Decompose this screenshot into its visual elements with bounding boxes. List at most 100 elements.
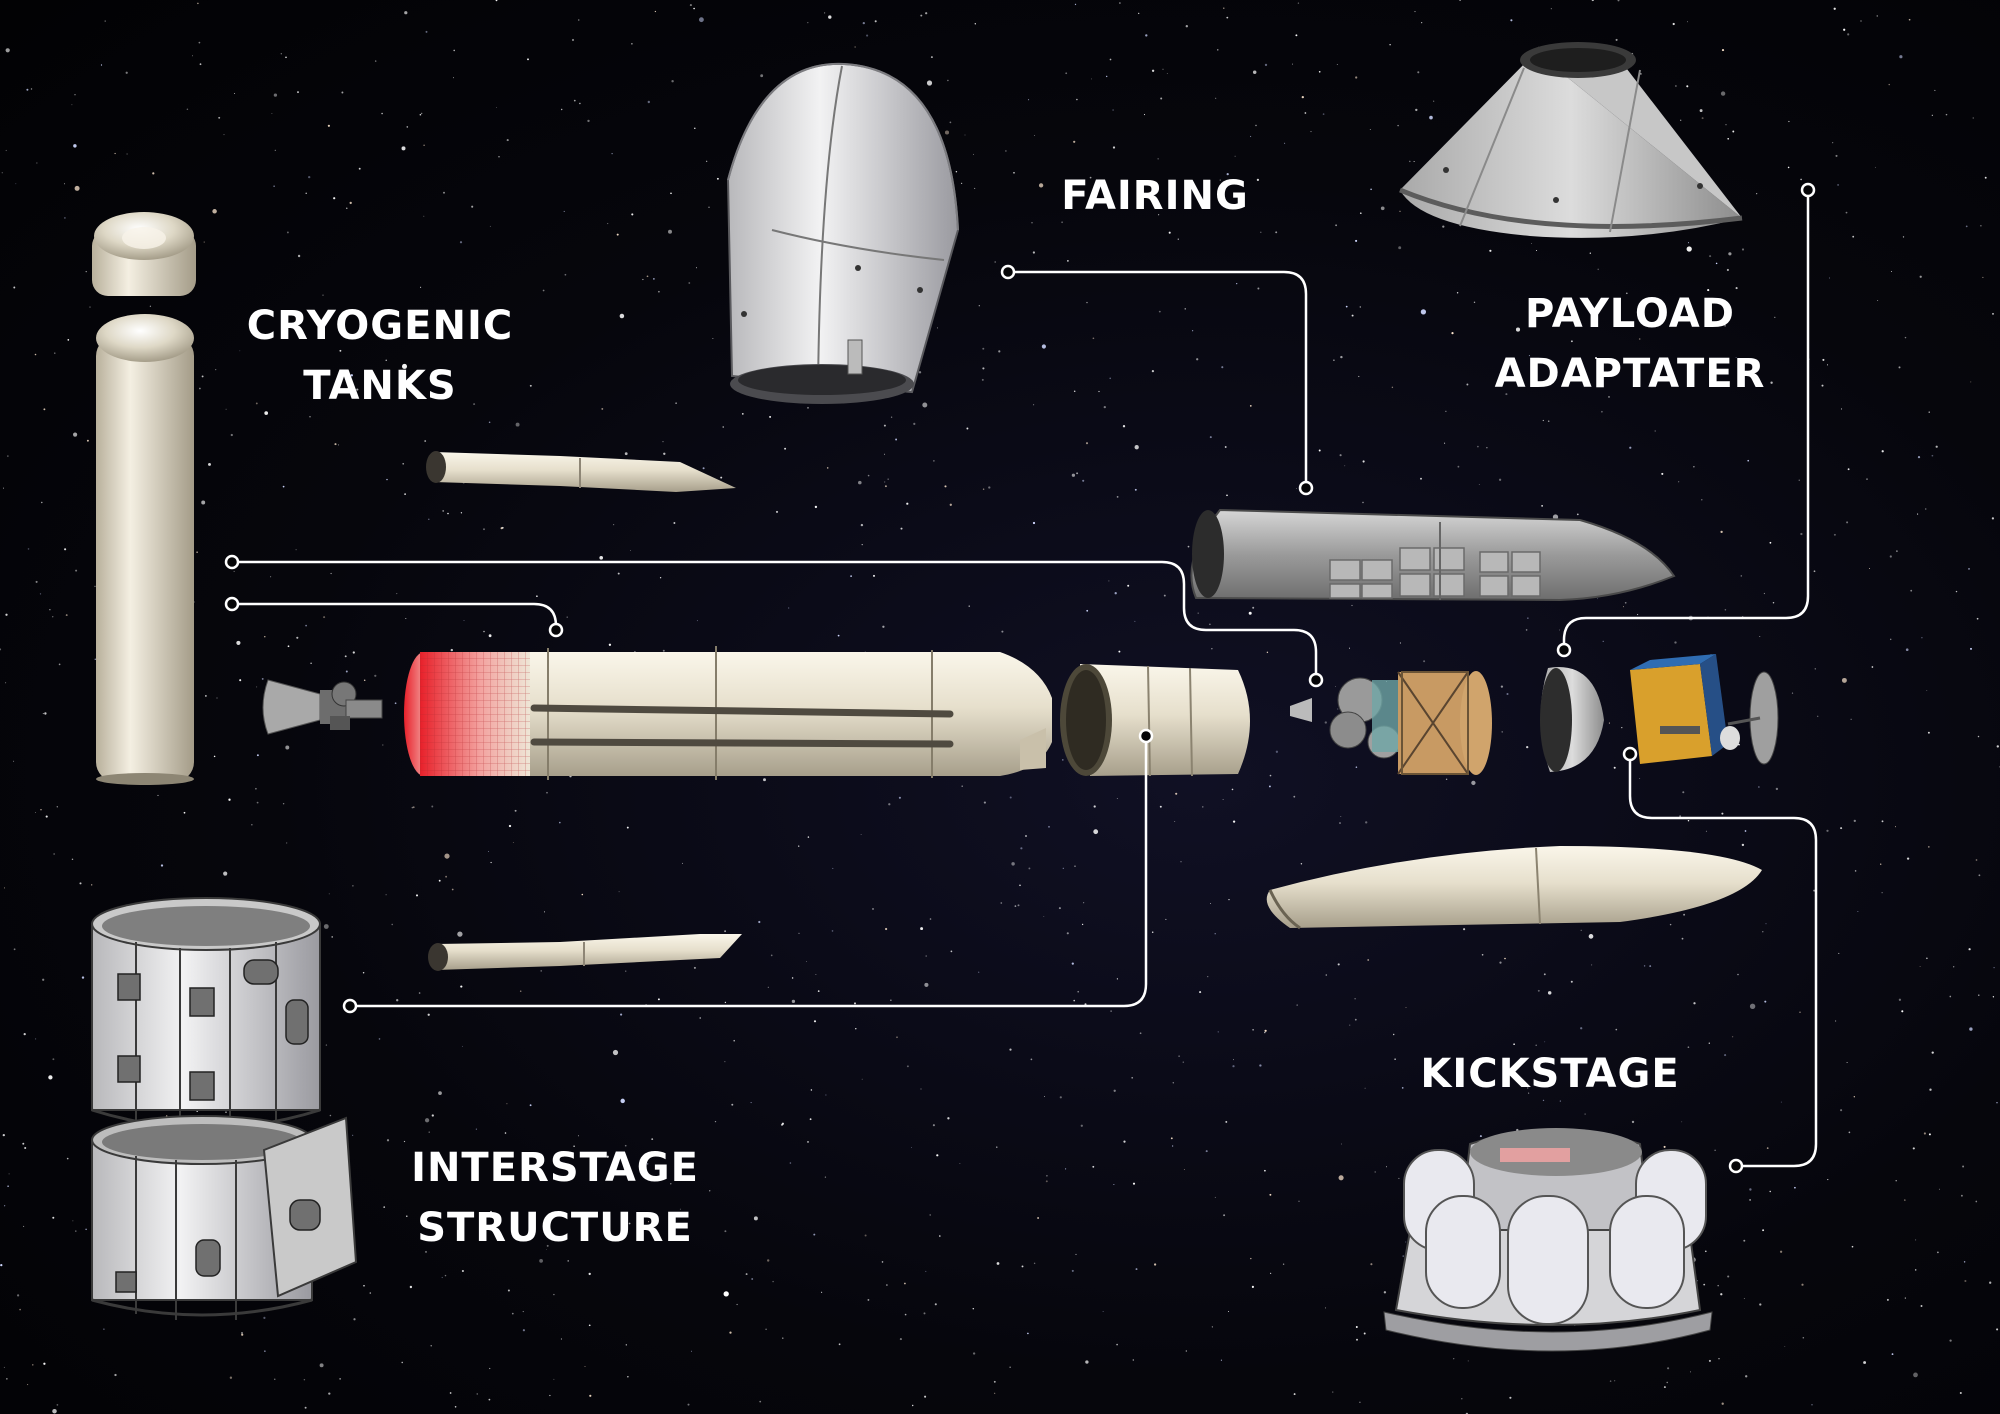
star [476, 1393, 478, 1395]
star [424, 1118, 430, 1123]
star [1351, 604, 1353, 607]
star [1205, 1150, 1208, 1153]
star [775, 510, 779, 513]
star [1727, 137, 1730, 140]
star [1108, 580, 1110, 582]
star [331, 936, 334, 938]
star [1764, 1000, 1767, 1003]
star [385, 359, 387, 361]
star [378, 1038, 381, 1040]
star [1122, 425, 1126, 428]
star [522, 1329, 526, 1332]
star [899, 1338, 902, 1341]
star [1570, 980, 1573, 983]
star [274, 1378, 276, 1380]
star [583, 1228, 586, 1231]
star [553, 1293, 555, 1296]
star [71, 858, 74, 861]
star [1192, 330, 1194, 332]
star [1843, 28, 1846, 31]
star [1735, 287, 1738, 290]
star [282, 802, 285, 805]
star [1720, 1293, 1723, 1296]
star [770, 954, 773, 957]
star [1135, 1268, 1138, 1271]
star [1251, 1285, 1254, 1288]
star [54, 352, 56, 354]
star [519, 990, 522, 992]
star [507, 1289, 510, 1292]
star [1527, 1087, 1529, 1089]
star [1848, 1131, 1851, 1134]
star [459, 241, 463, 244]
star [695, 267, 698, 269]
star [22, 1142, 25, 1145]
star [724, 930, 726, 933]
star [824, 12, 826, 14]
star [1504, 957, 1506, 960]
star [1300, 863, 1303, 865]
star [1857, 910, 1859, 912]
star [1580, 1027, 1583, 1030]
star [0, 648, 2, 651]
connector-kickstage [1628, 752, 1818, 1168]
star [45, 815, 48, 818]
star [103, 1328, 105, 1330]
star [560, 1338, 562, 1340]
star [624, 452, 628, 456]
star [490, 861, 492, 864]
star [855, 1028, 857, 1030]
star [39, 593, 42, 595]
star [1363, 1332, 1366, 1335]
star [884, 927, 888, 931]
star [1405, 1241, 1407, 1243]
label-payload-adapter-line-2: ADAPTATER [1494, 351, 1766, 397]
connector-cryo-tank-upper [230, 560, 1318, 682]
star [1222, 799, 1224, 800]
star [1615, 38, 1618, 41]
star [1798, 479, 1800, 481]
star [767, 1259, 770, 1262]
star [1217, 1031, 1219, 1033]
star [1123, 1140, 1126, 1143]
star [694, 127, 696, 130]
star [988, 486, 991, 489]
star [1020, 847, 1023, 850]
star [199, 63, 202, 66]
star [382, 744, 384, 746]
star [1030, 1058, 1033, 1061]
star [428, 1131, 430, 1133]
star [821, 1291, 823, 1293]
star [24, 1146, 27, 1150]
star [5, 48, 10, 53]
star [522, 1311, 524, 1313]
star [263, 1316, 266, 1319]
star [996, 1262, 1000, 1265]
star [861, 1078, 863, 1080]
star [1980, 225, 1982, 227]
star [81, 976, 85, 979]
star [1704, 1250, 1707, 1253]
star [949, 121, 952, 124]
star [1595, 357, 1597, 359]
star [270, 576, 272, 578]
star [1080, 1124, 1083, 1127]
star [1166, 73, 1168, 74]
star [1937, 1251, 1939, 1254]
star [536, 595, 538, 598]
star [86, 439, 89, 442]
star [1153, 1263, 1157, 1266]
star [1338, 1175, 1344, 1181]
star [860, 834, 862, 835]
star [671, 80, 674, 83]
star [807, 836, 810, 838]
star [203, 241, 205, 243]
star [256, 801, 259, 804]
star [428, 518, 430, 521]
star [157, 794, 159, 796]
star [23, 1225, 25, 1227]
star [1256, 178, 1260, 182]
star [56, 1404, 59, 1406]
star [1580, 929, 1582, 931]
star [1445, 778, 1448, 781]
